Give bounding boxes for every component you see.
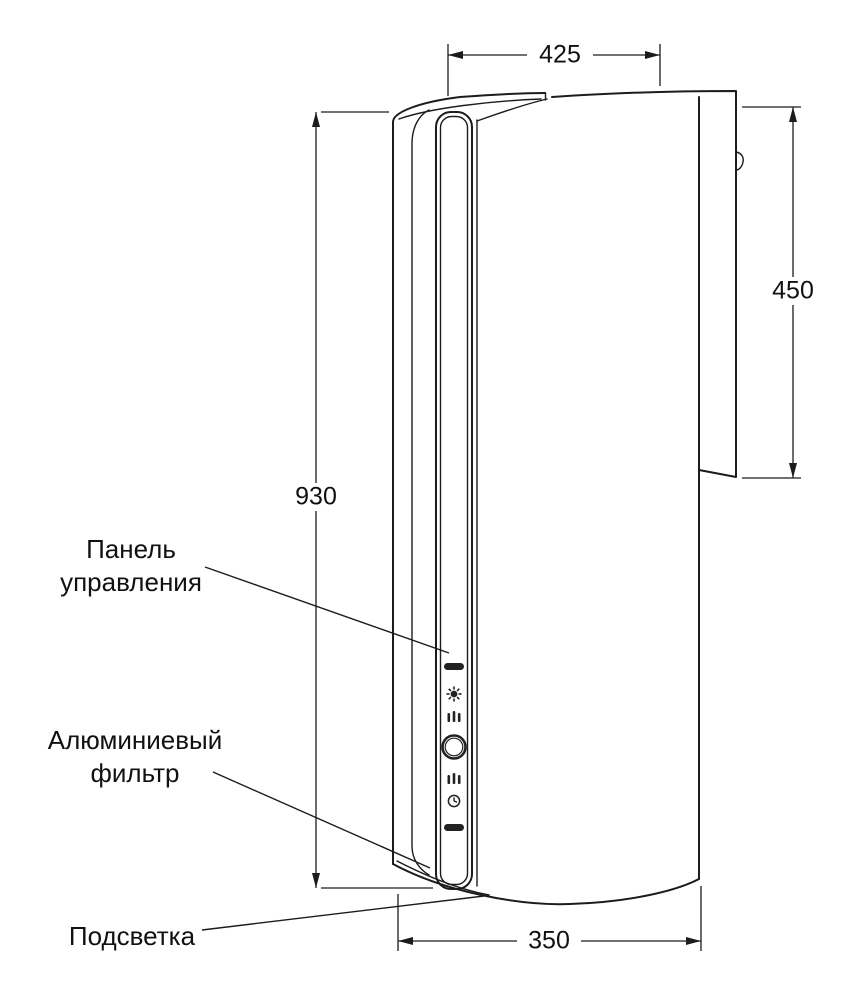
rear-duct-outline: [551, 90, 737, 478]
control-panel-label-line1: Панель: [86, 534, 176, 564]
hood-body: [392, 90, 744, 906]
dim-text-mask: [527, 41, 593, 69]
dimension-rear-height: 450: [742, 106, 825, 479]
dimension-value-bottom: 350: [528, 927, 570, 955]
timer-icon: [447, 794, 461, 808]
control-panel-strip: [435, 111, 473, 890]
light-icon: [446, 686, 462, 702]
fan-speed-icon: [447, 773, 461, 784]
arrowhead-left: [448, 51, 463, 59]
body-bottom-arc: [392, 863, 700, 906]
filter-label-line1: Алюминиевый: [48, 725, 222, 755]
dim-text-mask: [761, 277, 825, 305]
filter-leader-line: [212, 771, 431, 869]
dim-text-mask: [284, 483, 348, 511]
fan-speed-icon: [447, 711, 461, 722]
arrowhead-right: [686, 937, 701, 945]
strip-outer: [435, 111, 473, 890]
arrowhead-bottom: [789, 463, 797, 478]
dimension-body-height: 930: [284, 111, 433, 889]
arrowhead-top: [312, 112, 320, 127]
arrowhead-right: [645, 51, 660, 59]
strip-inner: [439, 115, 469, 886]
bottom-inner-rim: [396, 860, 490, 896]
filter-label-line2: фильтр: [91, 758, 180, 788]
callout-backlight: Подсветка: [69, 895, 485, 951]
control-panel-leader-line: [204, 566, 450, 654]
body-left-top-outline: [392, 92, 546, 865]
callout-aluminium-filter: Алюминиевый фильтр: [48, 725, 431, 869]
front-top-arc: [476, 98, 548, 122]
backlight-label: Подсветка: [69, 921, 196, 951]
top-inner-rim: [398, 98, 542, 120]
dimension-value-left: 930: [295, 483, 337, 511]
dimension-value-right: 450: [772, 277, 814, 305]
recess-left-edge: [411, 109, 430, 876]
indicator-bar-icon: [444, 663, 464, 670]
indicator-bar-icon: [444, 824, 464, 831]
mounting-tab: [735, 151, 744, 171]
arrowhead-top: [789, 107, 797, 122]
arrowhead-bottom: [312, 873, 320, 888]
control-panel-label-line2: управления: [60, 567, 202, 597]
backlight-leader-line: [201, 895, 485, 931]
power-button: [441, 734, 467, 760]
dim-text-mask: [517, 927, 581, 955]
dimension-top-width: 425: [447, 41, 661, 96]
dimension-bottom-width: 350: [397, 886, 702, 955]
callout-control-panel: Панель управления: [60, 534, 450, 654]
dimension-value-top: 425: [539, 41, 581, 69]
arrowhead-left: [398, 937, 413, 945]
